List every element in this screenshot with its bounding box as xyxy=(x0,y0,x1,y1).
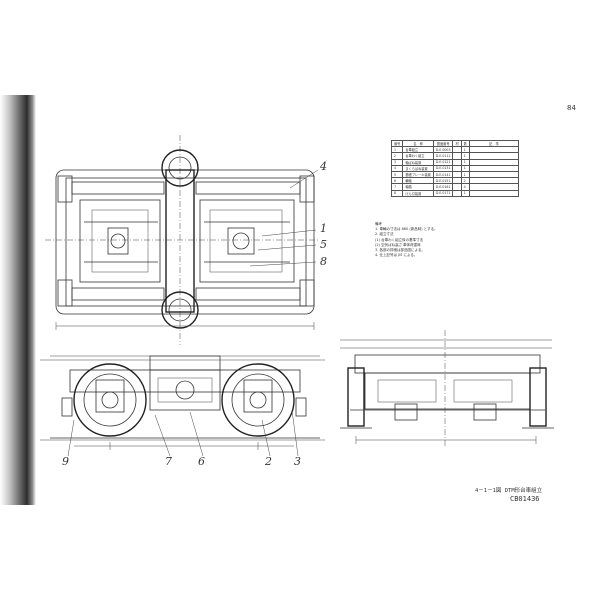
callout-9: 9 xyxy=(62,455,69,468)
note-line: (2) 空気ばね高さ 車体荷重時 xyxy=(375,242,421,247)
notes-title: 備考 xyxy=(375,222,382,226)
drawing-notes: 備考 1. 車輪の寸法は 860 (新品時) とする。 2. 組立寸法 (1) … xyxy=(375,222,555,258)
callout-3: 3 xyxy=(294,455,301,468)
cell: D.E.0171 xyxy=(432,189,454,197)
figure-caption: 4－1－1図 DTM形台車組立 xyxy=(475,488,543,494)
drawing-number: CB01436 xyxy=(510,495,540,503)
page-number: 84 xyxy=(567,104,576,112)
note-line: 4. 仕上記号は JIS による。 xyxy=(375,253,418,258)
note-line: 3. 各部の詳細は部品図による。 xyxy=(375,248,425,253)
scan-binding-shadow xyxy=(0,95,36,505)
cell xyxy=(468,189,519,197)
end-view xyxy=(340,330,554,448)
note-line: 2. 組立寸法 xyxy=(375,232,394,237)
cell xyxy=(452,189,462,197)
callout-5: 5 xyxy=(320,238,327,251)
callout-4: 4 xyxy=(320,160,327,173)
plan-view xyxy=(45,135,320,345)
cell: けん引装置 xyxy=(402,189,434,197)
callout-8: 8 xyxy=(320,255,327,268)
note-line: (1) 台車わく組立後の基準寸法 xyxy=(375,237,424,242)
callout-7: 7 xyxy=(165,455,172,468)
note-line: 1. 車輪の寸法は 860 (新品時) とする。 xyxy=(375,227,438,232)
callout-2: 2 xyxy=(265,455,272,468)
callout-1: 1 xyxy=(320,222,327,235)
cell: 8 xyxy=(390,189,404,197)
cell: 1 xyxy=(460,189,470,197)
side-elevation-view xyxy=(40,355,325,457)
cell: 基礎ブレーキ装置 xyxy=(402,170,434,179)
callout-6: 6 xyxy=(198,455,205,468)
